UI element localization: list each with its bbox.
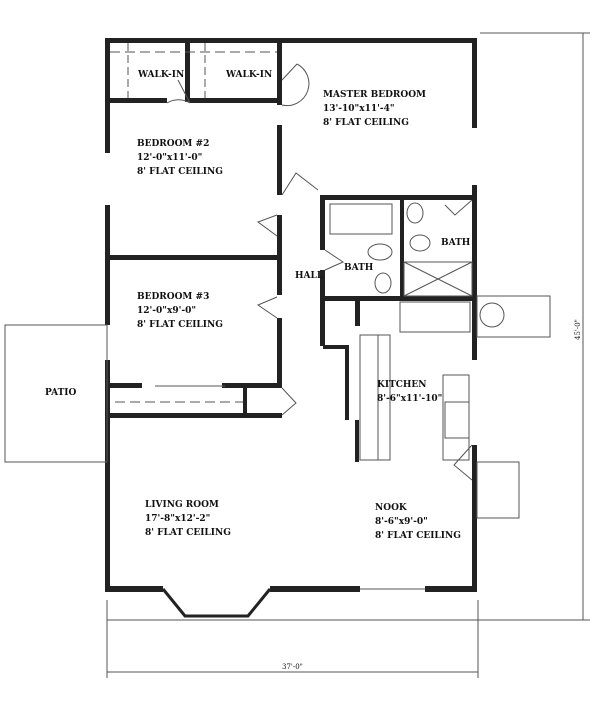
room-size: 8'-6"x11'-10" <box>377 394 442 404</box>
room-size: 8'-6"x9'-0" <box>375 517 428 527</box>
room-size: 12'-0"x11'-0" <box>137 153 202 163</box>
room-ceiling: 8' FLAT CEILING <box>145 528 231 538</box>
walkin-1-label: WALK-IN <box>137 70 184 80</box>
bedroom3-label: BEDROOM #3 12'-0"x9'-0" 8' FLAT CEILING <box>137 292 223 330</box>
room-size: 17'-8"x12'-2" <box>145 514 210 524</box>
bath-1-label: BATH <box>344 263 374 273</box>
width-dimension: 37'-0" <box>282 663 303 671</box>
walls <box>105 38 477 592</box>
room-ceiling: 8' FLAT CEILING <box>375 531 461 541</box>
depth-dimension: 45'-0" <box>574 319 582 340</box>
master-bedroom-label: MASTER BEDROOM 13'-10"x11'-4" 8' FLAT CE… <box>323 90 426 128</box>
room-name: NOOK <box>375 503 408 513</box>
room-ceiling: 8' FLAT CEILING <box>137 320 223 330</box>
room-name: MASTER BEDROOM <box>323 90 426 100</box>
fixtures <box>4 32 590 678</box>
bath-2-label: BATH <box>441 238 471 248</box>
hall-label: HALL <box>295 271 324 281</box>
bedroom2-label: BEDROOM #2 12'-0"x11'-0" 8' FLAT CEILING <box>137 139 223 177</box>
room-name: BEDROOM #2 <box>137 139 209 149</box>
room-size: 13'-10"x11'-4" <box>323 104 395 114</box>
patio-label: PATIO <box>45 388 77 398</box>
nook-label: NOOK 8'-6"x9'-0" 8' FLAT CEILING <box>375 503 461 541</box>
room-ceiling: 8' FLAT CEILING <box>323 118 409 128</box>
living-room-label: LIVING ROOM 17'-8"x12'-2" 8' FLAT CEILIN… <box>145 500 231 538</box>
room-ceiling: 8' FLAT CEILING <box>137 167 223 177</box>
room-name: KITCHEN <box>377 380 426 390</box>
kitchen-label: KITCHEN 8'-6"x11'-10" <box>377 380 442 404</box>
room-size: 12'-0"x9'-0" <box>137 306 196 316</box>
walkin-2-label: WALK-IN <box>225 70 272 80</box>
room-name: BEDROOM #3 <box>137 292 209 302</box>
room-name: LIVING ROOM <box>145 500 219 510</box>
